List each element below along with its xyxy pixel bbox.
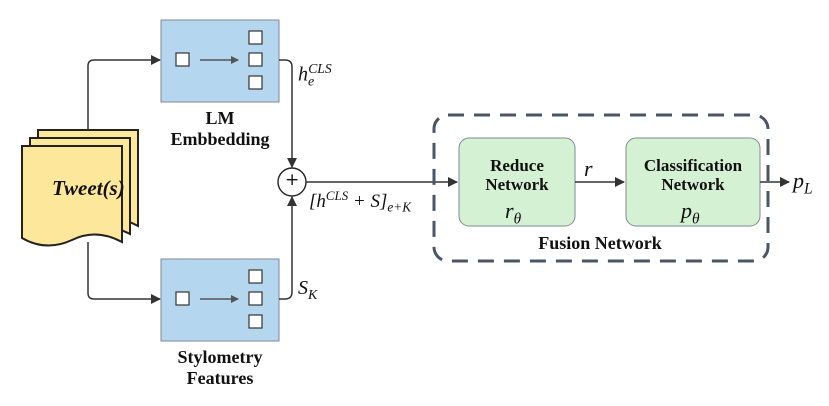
reduce-network-label: Reduce Network <box>459 156 575 194</box>
reduce-label-line1: Reduce <box>490 156 544 175</box>
concat-expression: [hCLS + S]e+K <box>309 188 412 215</box>
concat-plus-symbol: + <box>285 170 300 190</box>
stylo-label-line2: Features <box>186 367 254 388</box>
tweet-to-lm-arrow <box>87 55 161 130</box>
reduce-function: rθ <box>505 198 522 228</box>
lm-embedding-box <box>160 19 280 103</box>
classification-network-label: Classification Network <box>626 156 760 194</box>
stylometry-label: Stylometry Features <box>161 347 279 388</box>
stylo-output-label: SK <box>298 277 318 303</box>
classify-function: pθ <box>681 198 700 228</box>
tweet-stack <box>21 129 139 247</box>
stylometry-box <box>160 258 280 342</box>
tweet-label: Tweet(s) <box>52 176 125 200</box>
classify-label-line1: Classification <box>643 156 743 175</box>
lm-to-concat-arrow <box>279 59 297 168</box>
tweet-to-stylo-arrow <box>87 242 161 304</box>
final-output-label: pL <box>793 168 813 198</box>
lm-embedding-label: LM Embbedding <box>161 108 279 149</box>
fusion-network-label: Fusion Network <box>538 233 662 253</box>
lm-label-line1: LM <box>205 108 235 128</box>
lm-label-line2: Embbedding <box>170 128 270 149</box>
stylo-to-concat-arrow <box>279 196 297 300</box>
lm-output-label: heCLS <box>298 61 332 90</box>
classify-label-line2: Network <box>661 175 725 195</box>
reduce-output-label: r <box>584 156 593 181</box>
stylo-label-line1: Stylometry <box>177 347 263 367</box>
reduce-label-line2: Network <box>485 175 549 195</box>
